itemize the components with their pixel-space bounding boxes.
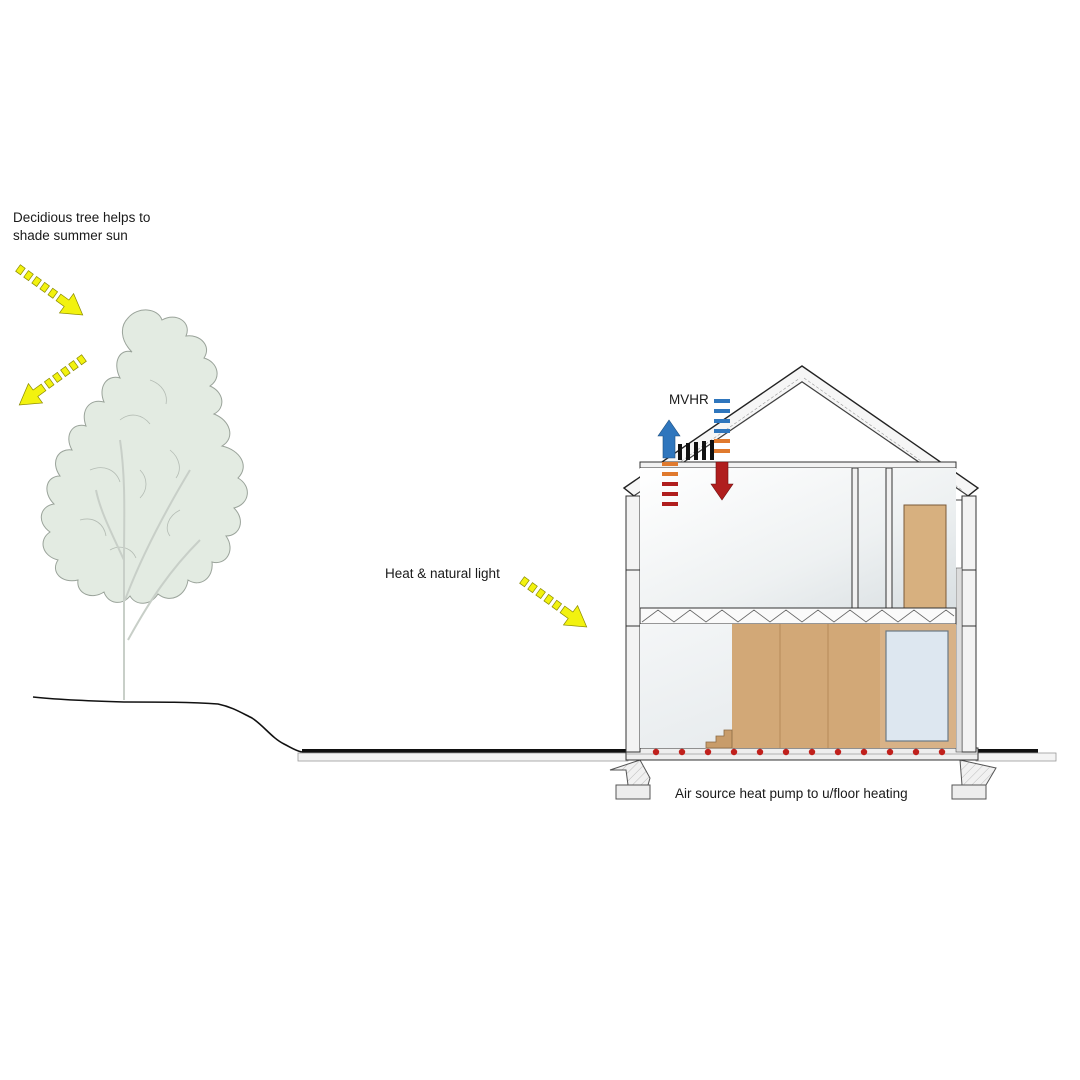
house-section (609, 365, 997, 800)
tree-canopy (40, 309, 248, 604)
deciduous-tree (40, 309, 248, 700)
first-floor-room (640, 468, 956, 608)
tree-trunk (95, 439, 201, 700)
arrow-up-icon (657, 419, 681, 459)
foundation-left (609, 759, 651, 786)
glazed-door (885, 630, 949, 742)
arrow-down-icon (710, 461, 734, 501)
heat-pump-annotation: Air source heat pump to u/floor heating (675, 786, 908, 801)
dashed-arrow-icon (15, 264, 84, 316)
upper-door (903, 504, 947, 609)
wall-right (961, 495, 977, 753)
heat-light-annotation: Heat & natural light (385, 566, 500, 581)
mvhr-warm-bars (662, 482, 678, 506)
tree-inner-lines (79, 379, 181, 559)
mvhr-cold-bars (714, 399, 730, 433)
tree-annotation-line2: shade summer sun (13, 228, 128, 243)
tree-annotation: Decidious tree helps to shade summer sun (13, 209, 150, 245)
foundation-right (959, 759, 997, 786)
intermediate-floor (639, 607, 957, 625)
tree-annotation-line1: Decidious tree helps to (13, 210, 151, 225)
mvhr-grille (678, 440, 714, 460)
wall-left (625, 495, 641, 753)
underfloor-heating-pipes (652, 748, 946, 756)
mvhr-annotation: MVHR (669, 392, 709, 407)
timber-wall (732, 624, 880, 748)
dashed-arrow-icon (519, 576, 588, 628)
dashed-arrow-icon (18, 354, 87, 406)
mvhr-unit (657, 399, 734, 506)
staircase (705, 729, 733, 749)
mvhr-mid-bars (662, 439, 730, 476)
